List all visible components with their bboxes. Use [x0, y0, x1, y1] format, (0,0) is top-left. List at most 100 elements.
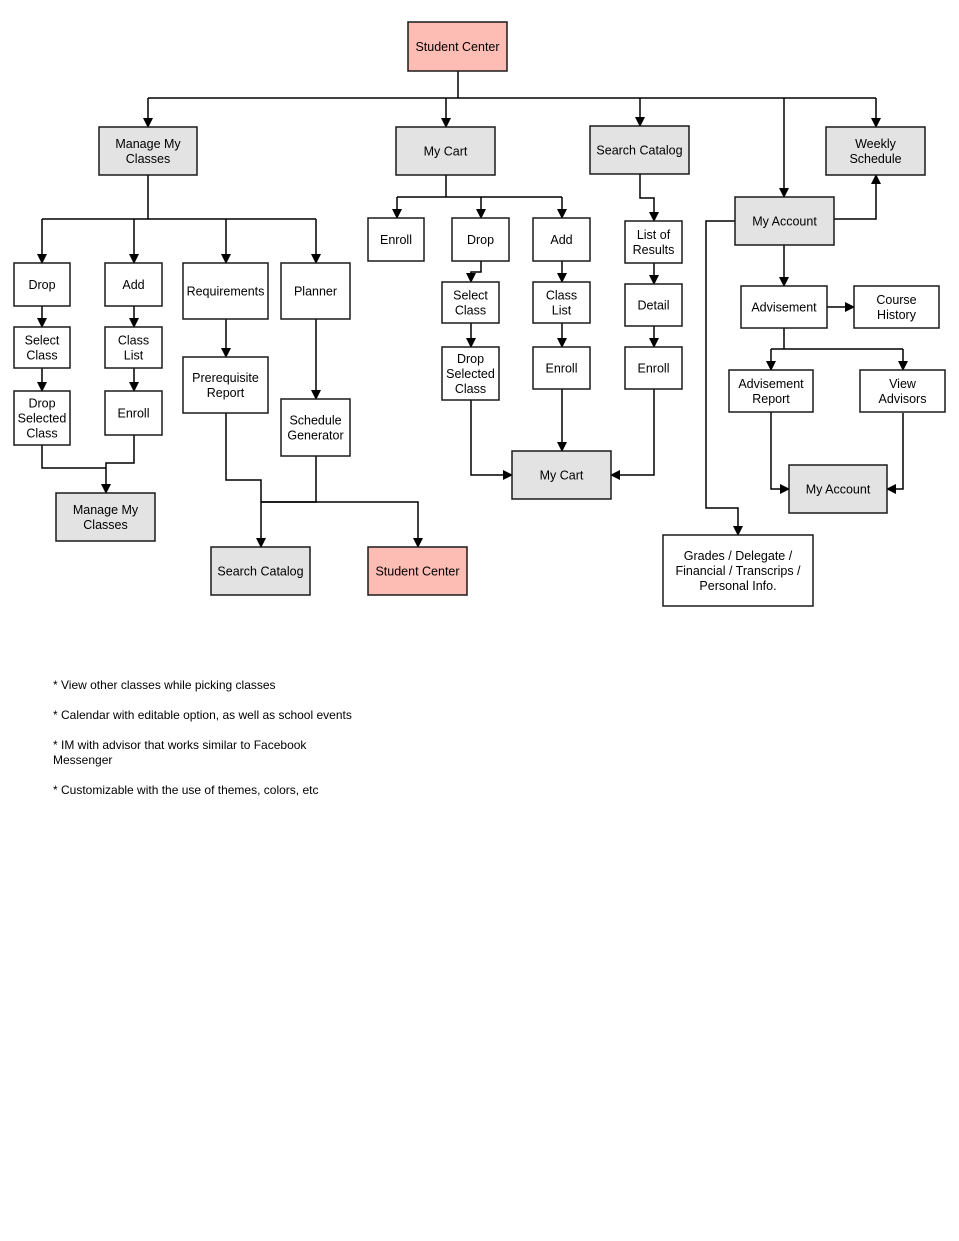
node-box — [853, 285, 940, 329]
node-box — [451, 217, 510, 262]
node-box — [182, 356, 269, 414]
node-box — [532, 281, 591, 324]
node-sc: Student Center — [407, 21, 508, 72]
node-box — [532, 346, 591, 390]
node-label: Add — [122, 278, 144, 292]
node-label: Class — [455, 304, 486, 318]
node-label: Advisement — [751, 301, 817, 315]
node-label: History — [877, 308, 917, 322]
note-item: * View other classes while picking class… — [53, 678, 276, 692]
node-label: Selected — [18, 412, 67, 426]
node-label: Select — [453, 289, 488, 303]
node-box — [788, 464, 888, 514]
node-label: Prerequisite — [192, 371, 259, 385]
node-box — [589, 125, 690, 175]
node-cart2: My Cart — [511, 450, 612, 500]
node-box — [734, 196, 835, 246]
node-box — [662, 534, 814, 607]
node-label: Generator — [287, 429, 343, 443]
connector-arrow — [470, 400, 513, 480]
node-label: Schedule — [289, 414, 341, 428]
node-label: Add — [550, 233, 572, 247]
node-box — [13, 326, 71, 369]
node-drop2: Drop — [451, 217, 510, 262]
node-label: List of — [637, 228, 671, 242]
node-label: Grades / Delegate / — [684, 549, 793, 563]
node-enr1: Enroll — [104, 390, 163, 436]
connector-arrow — [466, 261, 482, 283]
node-label: Results — [633, 243, 675, 257]
node-box — [182, 262, 269, 320]
node-label: Manage My — [73, 503, 139, 517]
node-label: Weekly — [855, 137, 897, 151]
node-acct1: My Account — [734, 196, 835, 246]
note-item: * Customizable with the use of themes, c… — [53, 783, 319, 797]
node-label: My Account — [806, 483, 871, 497]
node-label: Report — [752, 392, 790, 406]
node-box — [740, 285, 828, 329]
note-item: * Calendar with editable option, as well… — [53, 708, 352, 722]
node-label: Class — [26, 349, 57, 363]
node-sc2: Student Center — [367, 546, 468, 596]
node-cat2: Search Catalog — [210, 546, 311, 596]
node-label: Classes — [126, 152, 170, 166]
connector-arrow — [886, 413, 904, 494]
node-cart1: My Cart — [395, 126, 496, 176]
node-label: Advisors — [879, 392, 927, 406]
node-label: My Cart — [540, 469, 584, 483]
node-box — [104, 262, 163, 307]
node-label: Selected — [446, 367, 495, 381]
node-label: List — [552, 304, 572, 318]
connector-arrow — [610, 389, 655, 480]
node-label: Enroll — [118, 407, 150, 421]
node-box — [624, 283, 683, 327]
connector-line — [261, 456, 317, 503]
connector-arrow — [639, 174, 659, 222]
connector-arrow — [261, 501, 423, 548]
node-label: Drop — [457, 352, 484, 366]
connector-line — [41, 445, 106, 469]
node-label: Class — [26, 427, 57, 441]
connector-arrow — [770, 412, 790, 494]
node-enr2: Enroll — [367, 217, 425, 262]
note-item: * IM with advisor that works similar to … — [53, 738, 307, 767]
node-enr4: Enroll — [624, 346, 683, 390]
node-box — [280, 262, 351, 320]
node-label: Schedule — [849, 152, 901, 166]
node-box — [280, 398, 351, 457]
notes-list: * View other classes while picking class… — [53, 678, 353, 813]
node-add1: Add — [104, 262, 163, 307]
node-box — [104, 390, 163, 436]
node-label: Search Catalog — [596, 144, 682, 158]
node-box — [441, 281, 500, 324]
node-label: Advisement — [738, 377, 804, 391]
node-box — [55, 492, 156, 542]
node-label: View — [889, 377, 917, 391]
node-label: Enroll — [638, 362, 670, 376]
node-label: Manage My — [115, 137, 181, 151]
node-label: Drop — [28, 278, 55, 292]
node-label: Personal Info. — [699, 579, 776, 593]
node-box — [511, 450, 612, 500]
node-label: Enroll — [380, 233, 412, 247]
node-label: List — [124, 349, 144, 363]
node-label: Search Catalog — [217, 565, 303, 579]
node-box — [407, 21, 508, 72]
connector-arrow — [705, 220, 743, 536]
node-label: Financial / Transcrips / — [675, 564, 801, 578]
node-label: Select — [25, 334, 60, 348]
node-cat1: Search Catalog — [589, 125, 690, 175]
node-label: Classes — [83, 518, 127, 532]
